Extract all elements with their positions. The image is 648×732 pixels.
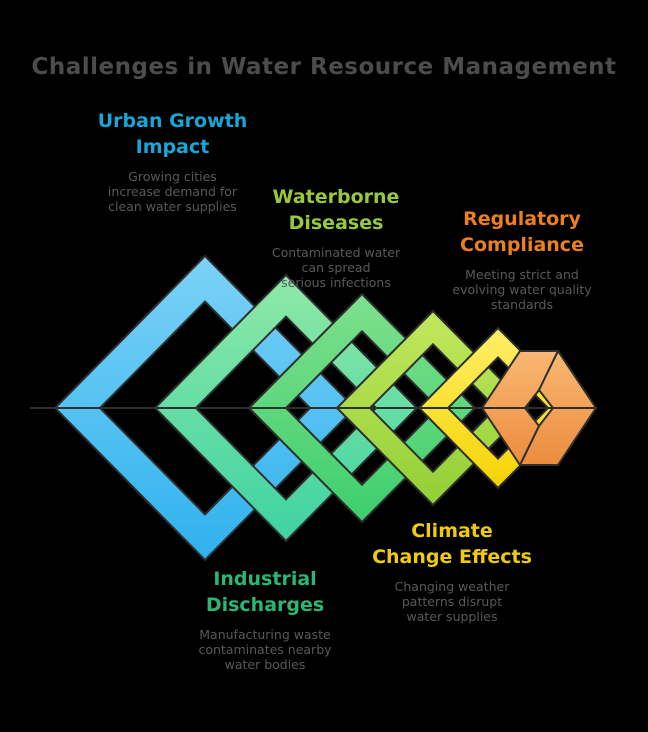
- heading-line: Urban Growth: [97, 110, 248, 132]
- label-description: Growing cities increase demand for clean…: [80, 169, 265, 214]
- desc-line: water bodies: [224, 657, 306, 672]
- heading-line: Industrial: [213, 568, 317, 590]
- desc-line: water supplies: [406, 609, 498, 624]
- label-industrial-discharges: Industrial Discharges Manufacturing wast…: [175, 566, 355, 672]
- heading-line: Impact: [135, 136, 210, 158]
- label-regulatory-compliance: Regulatory Compliance Meeting strict and…: [432, 206, 612, 312]
- desc-line: can spread: [301, 260, 371, 275]
- desc-line: standards: [491, 297, 553, 312]
- desc-line: Contaminated water: [271, 245, 401, 260]
- heading-line: Diseases: [288, 212, 384, 234]
- desc-line: evolving water quality: [452, 282, 592, 297]
- heading-line: Discharges: [205, 594, 325, 616]
- desc-line: serious infections: [281, 275, 391, 290]
- label-heading: Industrial Discharges: [175, 566, 355, 618]
- heading-line: Change Effects: [372, 546, 532, 568]
- desc-line: Changing weather: [394, 579, 510, 594]
- heading-line: Regulatory: [463, 208, 581, 230]
- page-title: Challenges in Water Resource Management: [31, 54, 617, 80]
- desc-line: contaminates nearby: [198, 642, 332, 657]
- cube-seam-edge: [519, 425, 540, 466]
- desc-line: Growing cities: [128, 169, 217, 184]
- label-heading: Waterborne Diseases: [246, 184, 426, 236]
- label-description: Manufacturing waste contaminates nearby …: [175, 627, 355, 672]
- desc-line: patterns disrupt: [401, 594, 503, 609]
- heading-line: Climate: [411, 520, 493, 542]
- desc-line: clean water supplies: [108, 199, 237, 214]
- label-heading: Regulatory Compliance: [432, 206, 612, 258]
- cube-seam-edge: [538, 350, 559, 391]
- label-climate-change-effects: Climate Change Effects Changing weather …: [362, 518, 542, 624]
- label-description: Meeting strict and evolving water qualit…: [432, 267, 612, 312]
- label-heading: Climate Change Effects: [362, 518, 542, 570]
- desc-line: increase demand for: [107, 184, 238, 199]
- label-urban-growth-impact: Urban Growth Impact Growing cities incre…: [80, 108, 265, 214]
- desc-line: Manufacturing waste: [199, 627, 331, 642]
- label-waterborne-diseases: Waterborne Diseases Contaminated water c…: [246, 184, 426, 290]
- label-description: Changing weather patterns disrupt water …: [362, 579, 542, 624]
- label-description: Contaminated water can spread serious in…: [246, 245, 426, 290]
- label-heading: Urban Growth Impact: [80, 108, 265, 160]
- desc-line: Meeting strict and: [465, 267, 579, 282]
- heading-line: Waterborne: [272, 186, 400, 208]
- heading-line: Compliance: [460, 234, 584, 256]
